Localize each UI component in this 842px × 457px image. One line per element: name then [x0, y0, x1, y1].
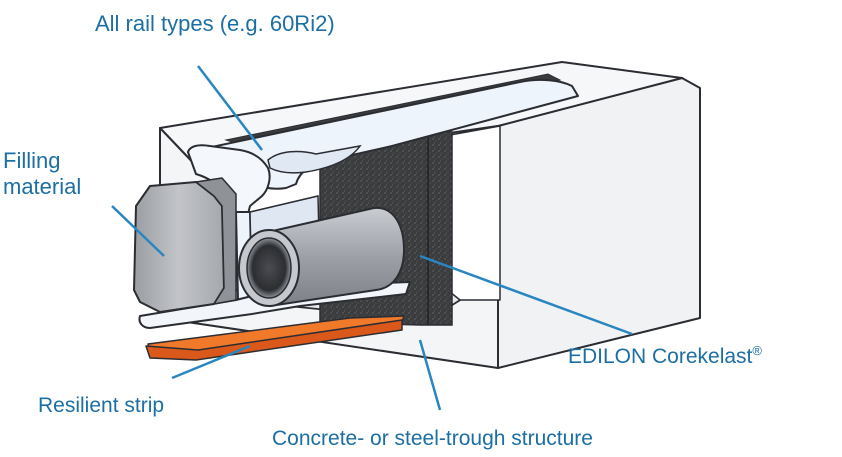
label-resilient-strip: Resilient strip — [38, 394, 165, 417]
filling-material-block — [133, 181, 225, 313]
label-edilon-corekelast: EDILON Corekelast® — [568, 343, 762, 369]
pipe-end-inner — [246, 237, 292, 299]
rail-groove — [267, 144, 362, 174]
label-filling-line1: Filling — [3, 148, 61, 173]
edilon-leader-line — [419, 254, 633, 336]
label-filling-line2: material — [3, 174, 82, 200]
label-edilon-text: EDILON Corekelast — [568, 345, 753, 368]
trough-leader-line — [418, 339, 442, 411]
filling-leader-line — [111, 205, 165, 257]
trough-right-face — [497, 77, 701, 369]
resilient-leader-line — [171, 344, 251, 380]
label-filling-material: Filling material — [3, 148, 81, 201]
rail-leader-line — [197, 65, 263, 151]
label-trough-structure: Concrete- or steel-trough structure — [272, 427, 593, 450]
label-rail-types: All rail types (e.g. 60Ri2) — [95, 11, 335, 36]
trough-inner-step — [449, 125, 501, 301]
pipe-body — [266, 206, 406, 308]
resilient-strip-front — [145, 319, 403, 361]
registered-mark: ® — [752, 343, 762, 358]
filling-material-side — [195, 177, 237, 305]
